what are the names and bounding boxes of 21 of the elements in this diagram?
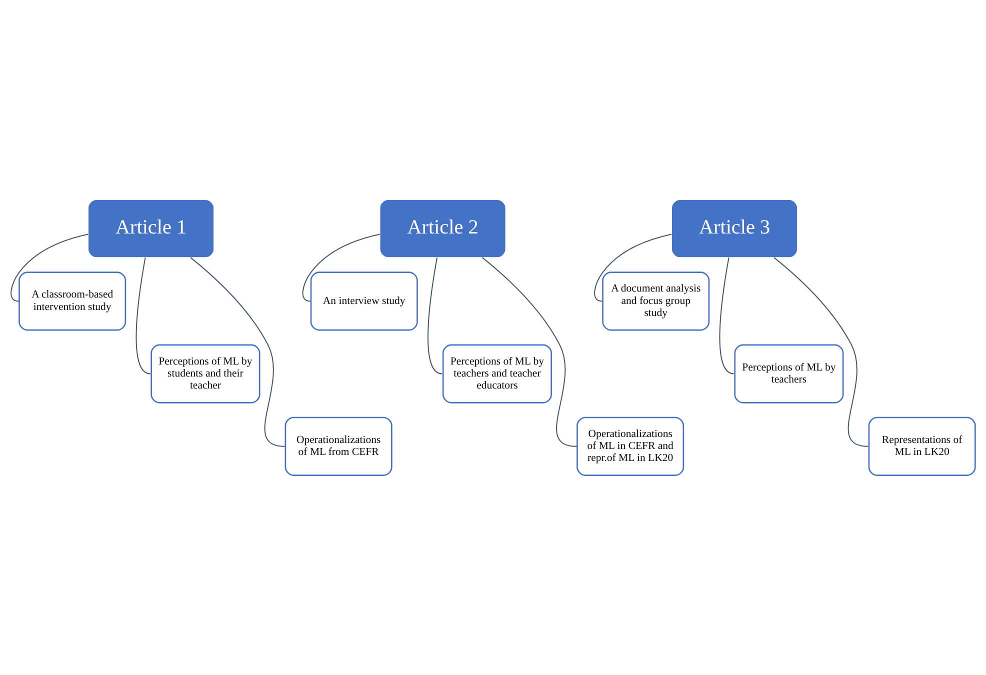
connector bbox=[719, 258, 734, 374]
connector bbox=[428, 258, 442, 374]
node-box: Operationalizations of ML in CEFR and repr.of ML in LK20 bbox=[576, 416, 684, 476]
connector bbox=[10, 234, 88, 302]
node-box: An interview study bbox=[310, 272, 418, 331]
connector bbox=[594, 234, 672, 302]
node-box: Perceptions of ML by students and their teacher bbox=[150, 344, 260, 404]
node-box: Operationalizations of ML from CEFR bbox=[284, 416, 392, 476]
node-box: A classroom-based intervention study bbox=[18, 272, 126, 331]
node-box: Article 3 bbox=[671, 199, 798, 258]
connector bbox=[774, 257, 868, 447]
node-box: Article 1 bbox=[88, 199, 214, 258]
connector bbox=[482, 257, 577, 447]
connector bbox=[190, 257, 285, 447]
node-box: Perceptions of ML by teachers bbox=[734, 344, 844, 404]
node-box: Representations of ML in LK20 bbox=[868, 416, 976, 476]
connector bbox=[136, 258, 150, 374]
node-box: Article 2 bbox=[380, 199, 506, 258]
node-box: Perceptions of ML by teachers and teacher educators bbox=[442, 344, 552, 404]
node-box: A document analysis and focus group study bbox=[602, 272, 710, 331]
connector bbox=[302, 234, 380, 302]
